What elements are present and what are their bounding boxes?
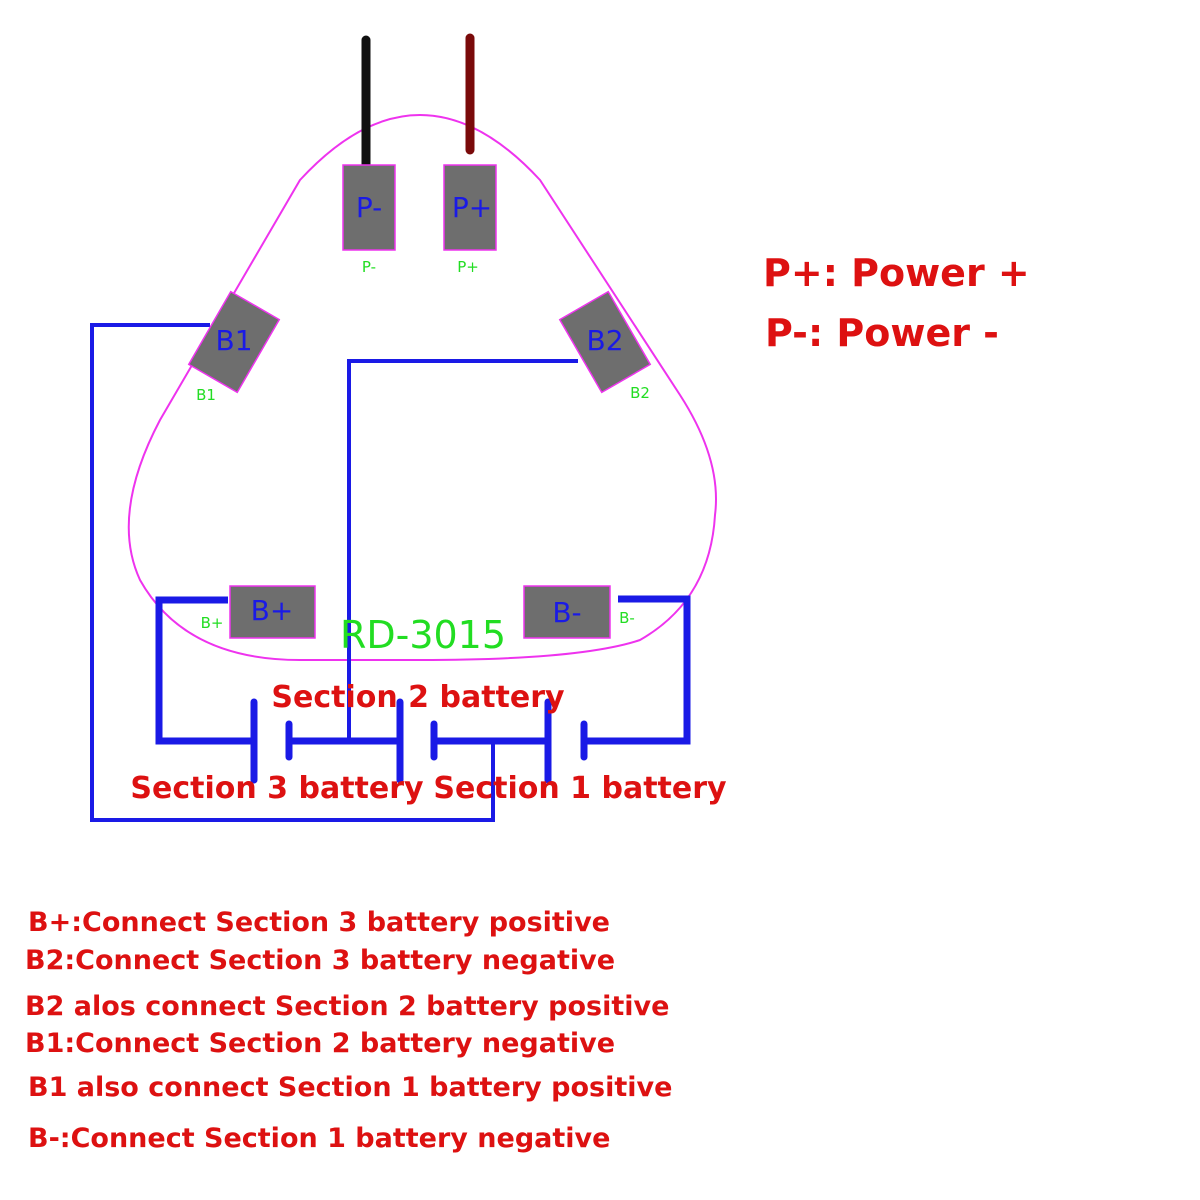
board-model-name: RD-3015: [340, 613, 506, 657]
pad-p-minus: P-: [342, 164, 396, 251]
silk-b-plus: B+: [201, 614, 224, 632]
note-b-minus: B-:Connect Section 1 battery negative: [28, 1123, 611, 1154]
silk-b-minus: B-: [619, 609, 635, 627]
b-minus-wire: [584, 595, 691, 745]
b2-wire: [347, 359, 578, 741]
pad-b-minus: B-: [523, 585, 611, 639]
pad-p-minus-label: P-: [356, 191, 382, 224]
battery-cells: [250, 698, 588, 784]
pad-b2: [558, 290, 652, 394]
pad-b1: [187, 290, 281, 394]
note-b1-negative: B1:Connect Section 2 battery negative: [25, 1028, 616, 1059]
silk-p-plus: P+: [457, 258, 479, 276]
section1-battery-label: Section 1 battery: [433, 771, 727, 806]
silk-b2: B2: [630, 384, 650, 402]
note-b1-positive: B1 also connect Section 1 battery positi…: [28, 1072, 673, 1103]
legend-p-minus: P-: Power -: [765, 311, 999, 355]
pad-b1-label: B1: [215, 324, 252, 357]
pad-p-plus: P+: [443, 164, 497, 251]
note-b-plus: B+:Connect Section 3 battery positive: [28, 907, 610, 938]
b1-wire: [90, 323, 495, 822]
pad-b2-label: B2: [586, 324, 623, 357]
legend-p-plus: P+: Power +: [763, 251, 1030, 295]
note-b2-negative: B2:Connect Section 3 battery negative: [25, 945, 616, 976]
pad-b-plus: B+: [229, 585, 316, 639]
pad-p-plus-label: P+: [452, 191, 492, 224]
silk-p-minus: P-: [362, 258, 376, 276]
wiring: [90, 323, 691, 822]
note-b2-positive: B2 alos connect Section 2 battery positi…: [25, 991, 670, 1022]
b-plus-wire: [155, 596, 254, 745]
silk-b1: B1: [196, 386, 216, 404]
section2-battery-label: Section 2 battery: [271, 680, 565, 715]
pcb-outline: [127, 114, 717, 661]
pad-b-plus-label: B+: [251, 594, 294, 627]
section3-battery-label: Section 3 battery: [130, 771, 424, 806]
pad-b-minus-label: B-: [552, 596, 581, 629]
